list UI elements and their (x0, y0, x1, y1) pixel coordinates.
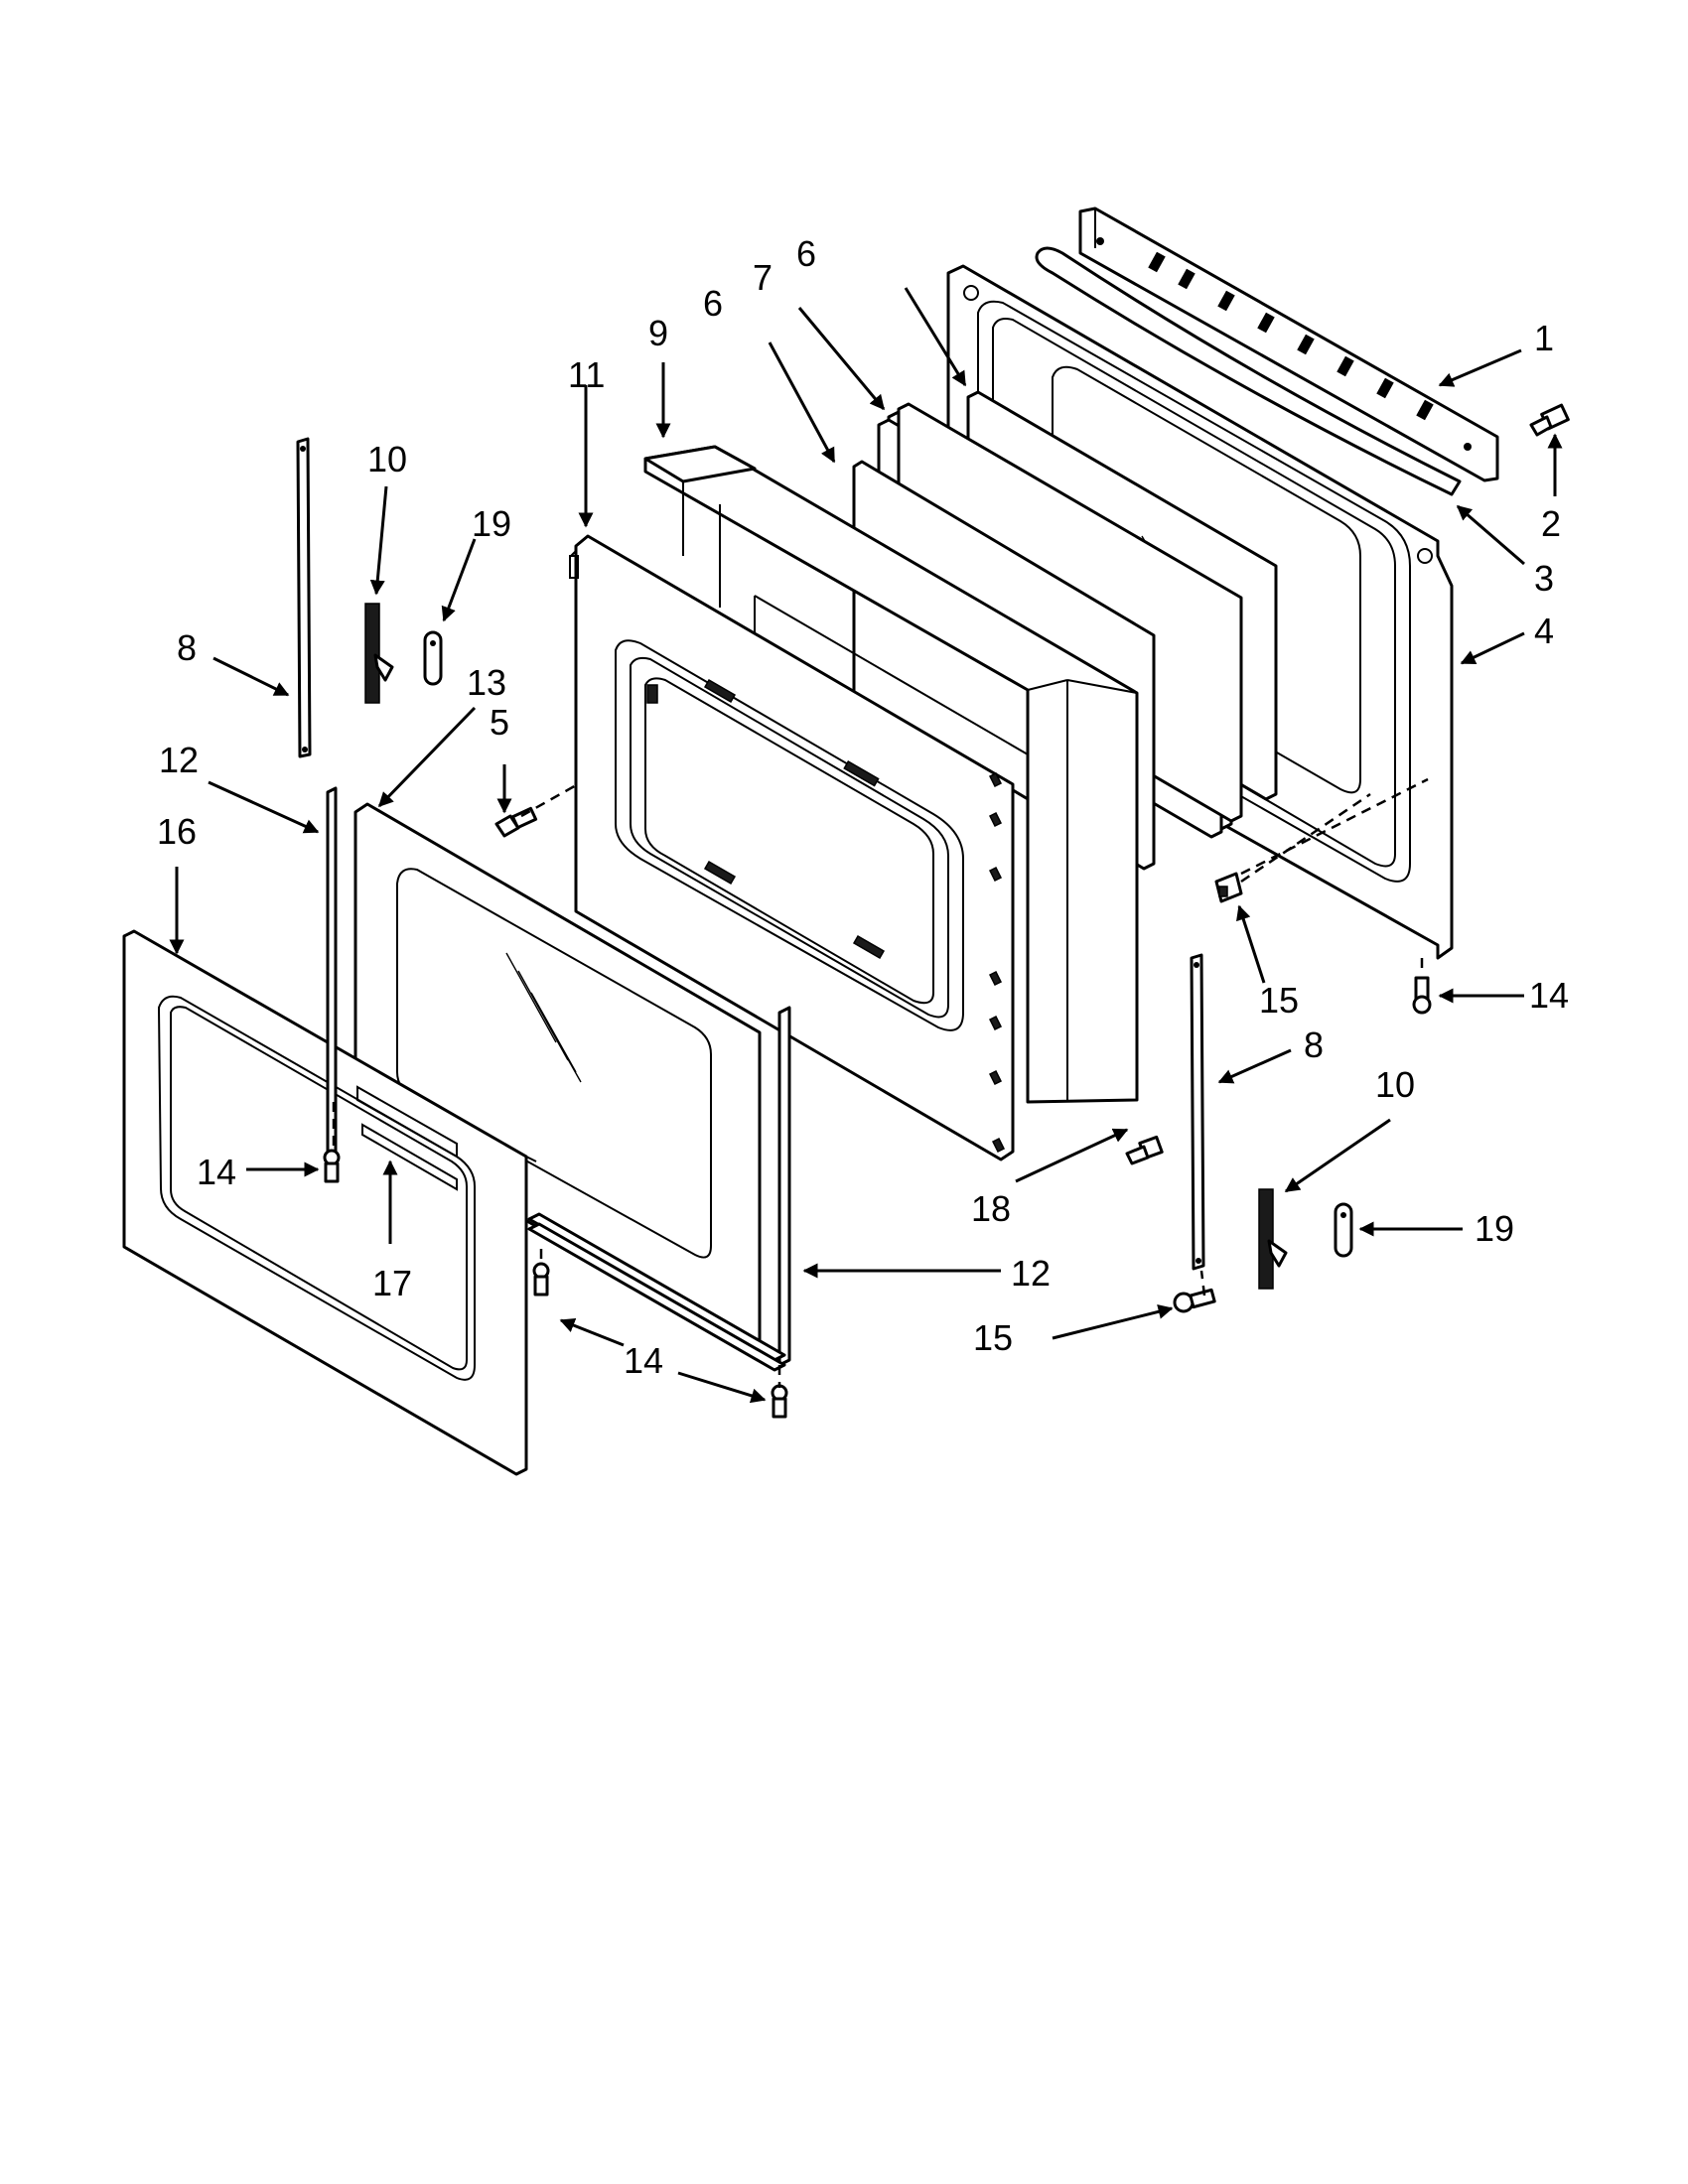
side-trim-part-12-left (326, 786, 338, 1171)
screw-part-14-trim (771, 1384, 788, 1419)
screw-part-5 (494, 806, 538, 838)
insulation-part-9 (643, 445, 1139, 1104)
side-trim-part-12-right (527, 1006, 791, 1372)
screw-part-2 (1529, 403, 1570, 437)
callout-16: 16 (157, 811, 197, 852)
vent-trim-part-1 (1078, 206, 1499, 482)
callout-19-left: 19 (472, 503, 511, 544)
callout-14-right: 14 (1529, 975, 1569, 1016)
callout-8-left: 8 (177, 627, 197, 668)
screw-part-15-lower (1173, 1288, 1216, 1313)
callout-4: 4 (1534, 611, 1554, 651)
callout-11: 11 (568, 354, 605, 395)
screw-part-14-upper (1412, 976, 1432, 1015)
callout-6-top: 6 (796, 233, 816, 274)
callout-13: 13 (467, 662, 506, 703)
hinge-receptacle-part-8-right (1190, 953, 1205, 1271)
callout-10-left: 10 (367, 439, 407, 479)
hinge-part-10-right (1258, 1188, 1288, 1290)
screw-part-18 (1125, 1135, 1164, 1165)
callout-14-left: 14 (197, 1152, 236, 1192)
callout-1: 1 (1534, 318, 1554, 358)
hinge-cover-part-19-left (423, 630, 443, 686)
callout-8-right: 8 (1304, 1024, 1324, 1065)
hinge-cover-part-19-right (1334, 1202, 1353, 1258)
callout-18: 18 (971, 1188, 1011, 1229)
assembly-lines (332, 777, 1429, 1388)
callout-labels: 1 2 3 4 5 6 6 7 8 8 9 10 10 11 12 12 13 … (157, 233, 1569, 1381)
callout-5: 5 (490, 702, 509, 743)
callout-15-upper: 15 (1259, 980, 1299, 1021)
callout-9: 9 (648, 313, 668, 353)
leader-lines (169, 287, 1563, 1404)
screw-part-14-left (323, 1149, 341, 1183)
callout-14-bottom: 14 (624, 1340, 663, 1381)
clip-part-15-upper (1214, 872, 1243, 903)
callout-19-right: 19 (1475, 1208, 1514, 1249)
callout-12-left: 12 (159, 740, 199, 780)
callout-3: 3 (1534, 558, 1554, 599)
door-frame-part-11 (569, 534, 1015, 1161)
hinge-part-10-left (364, 603, 394, 704)
callout-6-mid: 6 (703, 283, 723, 324)
callout-7: 7 (753, 257, 773, 298)
callout-10-right: 10 (1375, 1064, 1415, 1105)
door-handle-part-3 (1035, 246, 1462, 496)
callout-12-right: 12 (1011, 1253, 1051, 1294)
callout-2: 2 (1541, 503, 1561, 544)
screw-part-14-bottom (532, 1262, 550, 1297)
hinge-receptacle-part-8-left (296, 437, 312, 758)
callout-15-lower: 15 (973, 1317, 1013, 1358)
outer-door-panel-part-16 (122, 929, 537, 1476)
callout-17: 17 (372, 1263, 412, 1303)
